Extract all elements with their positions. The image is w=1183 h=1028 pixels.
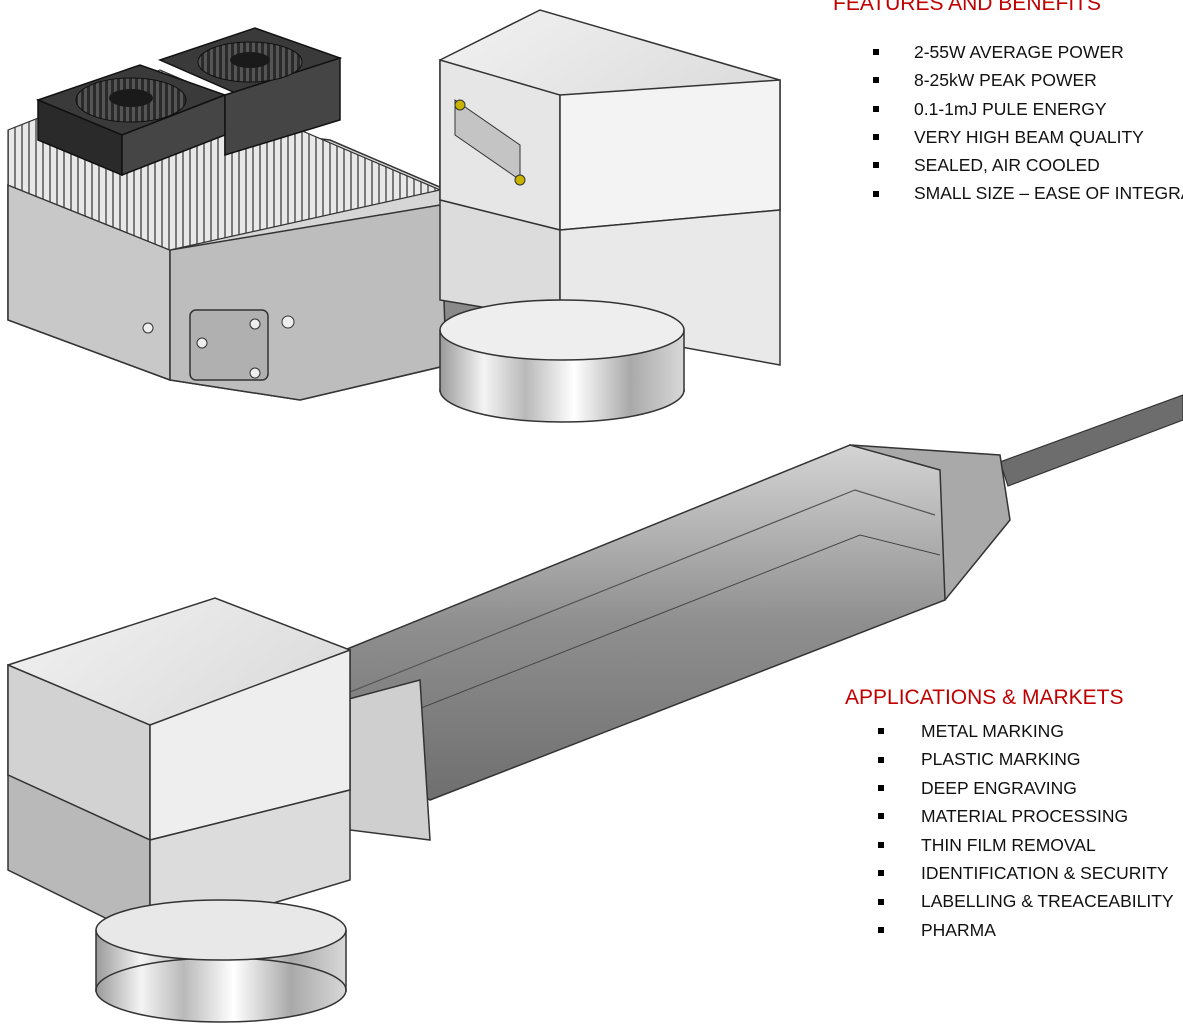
bullet-icon [873, 162, 879, 169]
application-text: METAL MARKING [921, 721, 1064, 741]
applications-list: METAL MARKING PLASTIC MARKING DEEP ENGRA… [878, 717, 1174, 944]
list-item: DEEP ENGRAVING [878, 774, 1174, 802]
application-text: PLASTIC MARKING [921, 749, 1081, 770]
application-text: DEEP ENGRAVING [921, 777, 1077, 798]
feature-text: 8-25kW PEAK POWER [914, 70, 1097, 91]
list-item: MATERIAL PROCESSING [878, 802, 1174, 830]
list-item: 8-25kW PEAK POWER [873, 66, 1183, 94]
application-text: MATERIAL PROCESSING [921, 806, 1129, 827]
feature-text: VERY HIGH BEAM QUALITY [914, 126, 1144, 147]
laser-head-lower [7, 394, 1183, 1023]
bullet-icon [878, 926, 884, 933]
bullet-icon [878, 813, 884, 820]
list-item: SEALED, AIR COOLED [873, 151, 1183, 179]
list-item: 2-55W AVERAGE POWER [873, 38, 1183, 66]
applications-heading: APPLICATIONS & MARKETS [845, 686, 1124, 709]
bullet-icon [878, 756, 884, 763]
feature-text: 0.1-1mJ PULE ENERGY [914, 98, 1107, 119]
list-item: PLASTIC MARKING [878, 745, 1174, 773]
list-item: SMALL SIZE – EASE OF INTEGRATION [873, 179, 1183, 207]
bullet-icon [878, 870, 884, 877]
list-item: IDENTIFICATION & SECURITY [878, 859, 1174, 887]
cooling-fan-right [157, 27, 343, 157]
bullet-icon [873, 190, 879, 197]
cooling-fan-left [35, 64, 228, 177]
bullet-icon [878, 784, 884, 791]
feature-text: SEALED, AIR COOLED [914, 155, 1100, 176]
bullet-icon [873, 49, 879, 56]
bullet-icon [878, 841, 884, 848]
bullet-icon [873, 105, 879, 112]
list-item: LABELLING & TREACEABILITY [878, 887, 1174, 915]
list-item: PHARMA [878, 916, 1174, 944]
features-heading: FEATURES AND BENEFITS [833, 0, 1101, 15]
features-list: 2-55W AVERAGE POWER 8-25kW PEAK POWER 0.… [873, 38, 1183, 208]
list-item: METAL MARKING [878, 717, 1174, 745]
list-item: VERY HIGH BEAM QUALITY [873, 123, 1183, 151]
application-text: PHARMA [921, 919, 996, 940]
feature-text: 2-55W AVERAGE POWER [914, 42, 1124, 62]
list-item: THIN FILM REMOVAL [878, 831, 1174, 859]
application-text: THIN FILM REMOVAL [921, 834, 1096, 855]
application-text: LABELLING & TREACEABILITY [921, 891, 1174, 912]
laser-head-upper [7, 9, 781, 423]
bullet-icon [878, 728, 884, 735]
list-item: 0.1-1mJ PULE ENERGY [873, 95, 1183, 123]
bullet-icon [878, 898, 884, 905]
feature-text: SMALL SIZE – EASE OF INTEGRATION [914, 183, 1183, 204]
application-text: IDENTIFICATION & SECURITY [921, 862, 1169, 883]
bullet-icon [873, 134, 879, 141]
bullet-icon [873, 77, 879, 84]
